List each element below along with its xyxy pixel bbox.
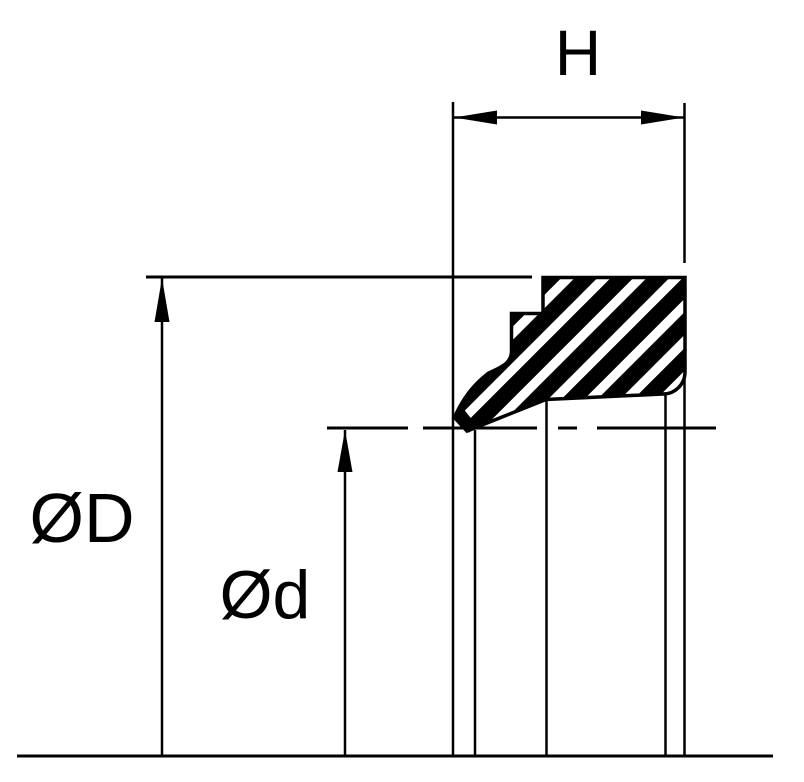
h-arrow-right-icon (641, 110, 684, 125)
od-dimension-label: ØD (30, 479, 135, 557)
dimension-OD: ØD (30, 275, 532, 756)
dimension-Od: Ød (220, 430, 353, 756)
h-dimension-label: H (555, 17, 601, 89)
seal-profile (452, 275, 687, 434)
h-arrow-left-icon (454, 110, 497, 125)
id-dimension-label: Ød (220, 557, 311, 633)
seal-lip-tip (454, 407, 478, 433)
id-arrow-up-icon (337, 430, 353, 472)
od-arrow-up-icon (154, 278, 170, 322)
seal-body-hatched (452, 275, 687, 434)
dimension-H: H (453, 17, 684, 125)
